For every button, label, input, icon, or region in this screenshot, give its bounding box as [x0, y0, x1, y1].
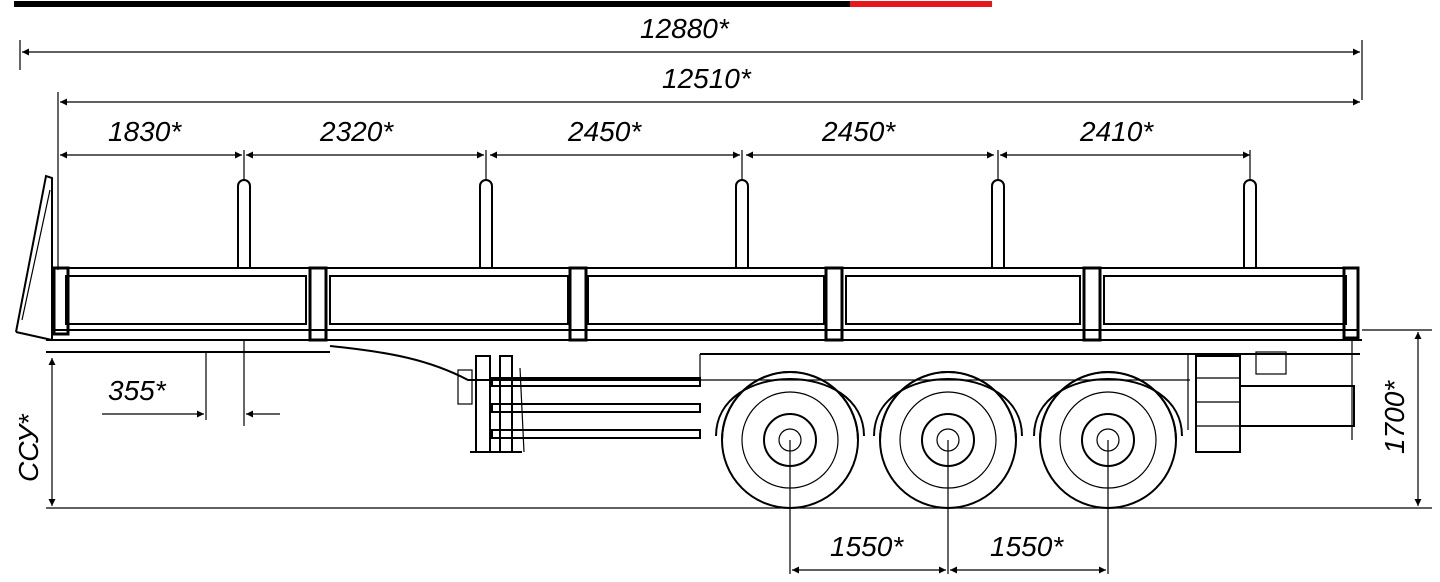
dimension-axle-spacing: 1550* 1550* — [789, 440, 1109, 574]
dimension-body-length: 12510* — [57, 63, 1360, 270]
dimension-deck-height: 1700* — [1362, 329, 1432, 506]
rear-bumper — [1195, 351, 1355, 453]
dim-label-stake-2: 2320* — [319, 116, 394, 147]
dim-label-coupling-height: ССУ* — [13, 413, 44, 482]
dim-label-deck-height: 1700* — [1379, 380, 1410, 454]
wheel-fenders — [715, 378, 1183, 437]
dim-label-stake-4: 2450* — [821, 116, 896, 147]
dim-label-stake-3: 2450* — [567, 116, 642, 147]
dim-label-stake-1: 1830* — [108, 116, 182, 147]
underrun-guard — [491, 377, 701, 439]
side-boards — [52, 266, 1360, 342]
stakes — [237, 150, 1257, 268]
dim-label-body-length: 12510* — [662, 63, 752, 94]
dim-label-axle-spacing-1: 1550* — [830, 531, 904, 562]
dim-label-overall-length: 12880* — [640, 13, 730, 44]
dimension-front-offset: 355* — [102, 340, 280, 426]
dimension-coupling-height: ССУ* — [13, 358, 56, 506]
dim-label-front-offset: 355* — [108, 375, 167, 406]
headboard — [15, 174, 53, 341]
dim-label-stake-5: 2410* — [1079, 116, 1154, 147]
dimension-overall-length: 12880* — [19, 13, 1363, 100]
dimension-stake-spacing: 1830* 2320* 2450* 2450* 2410* — [60, 116, 1250, 159]
dim-label-axle-spacing-2: 1550* — [990, 531, 1064, 562]
